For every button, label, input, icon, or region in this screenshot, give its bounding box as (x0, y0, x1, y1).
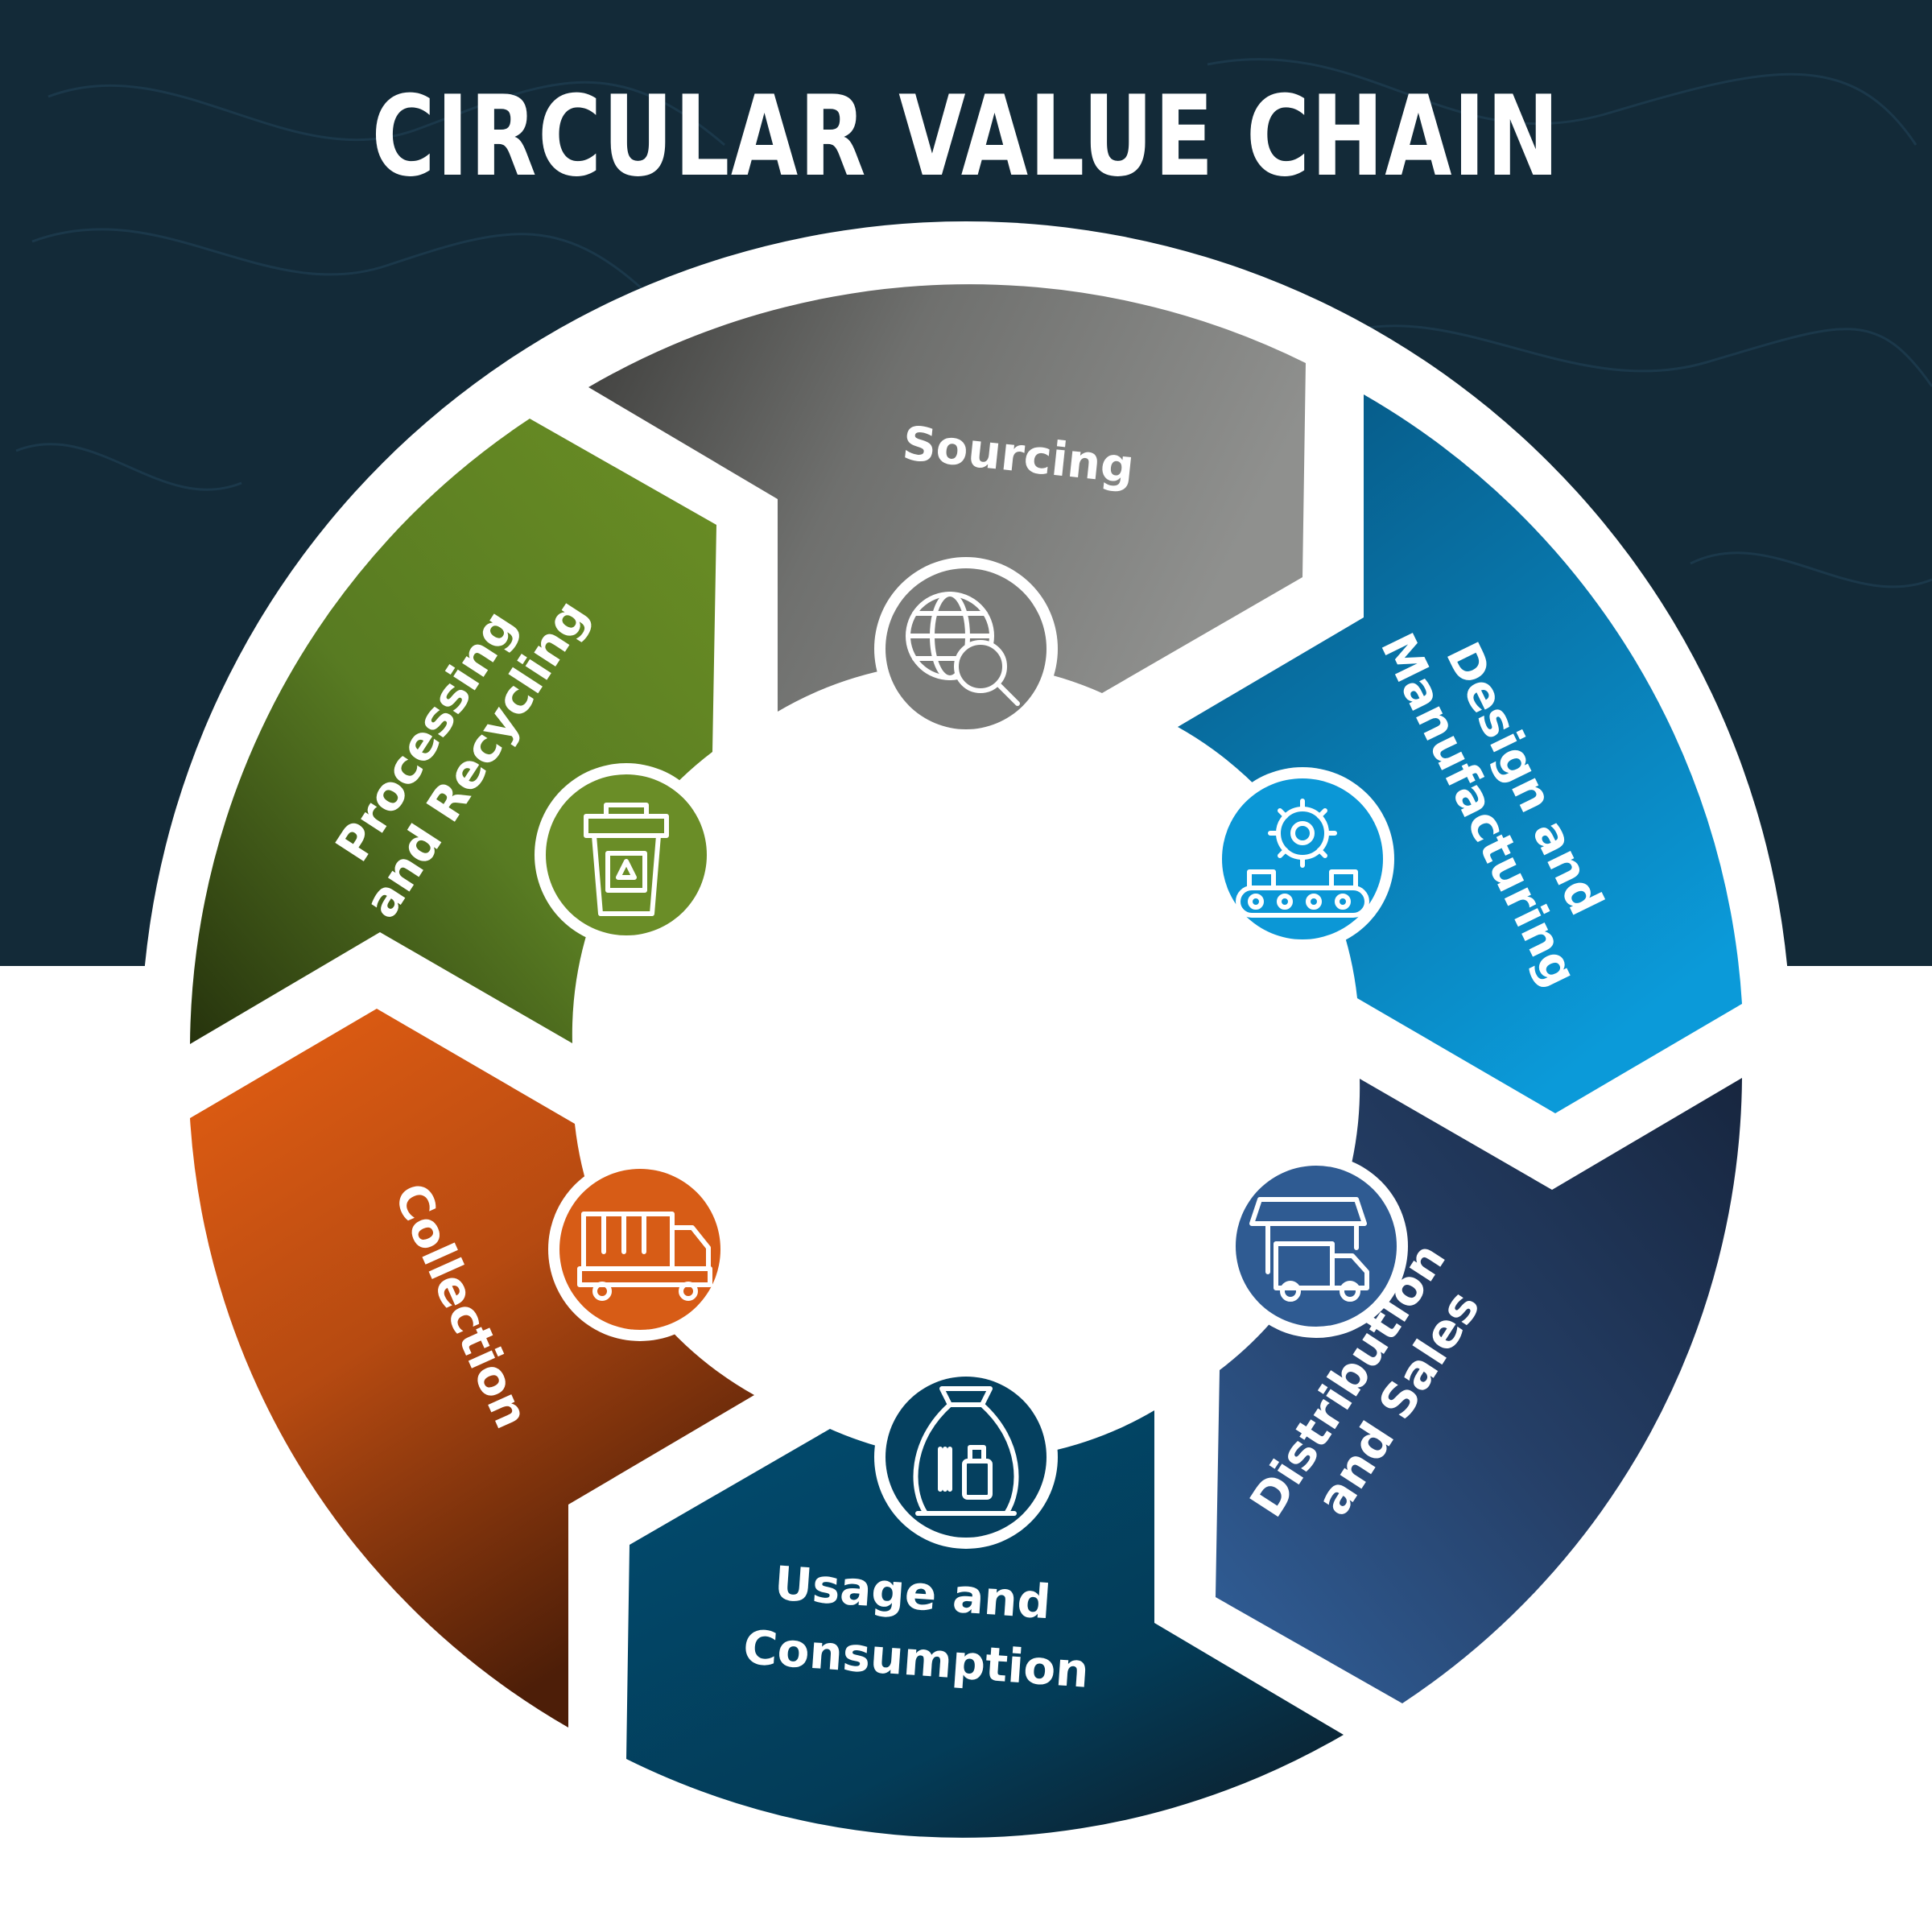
topographic-lines (15, 58, 1932, 588)
segment-sourcing[interactable] (588, 284, 1306, 712)
distribution-sales-icon-badge (1224, 1154, 1408, 1338)
collection-icon-badge (548, 1158, 732, 1341)
store-truck-icon (1249, 1197, 1369, 1302)
sourcing-icon-badge (874, 557, 1058, 741)
conveyor-gear-icon (1236, 799, 1369, 918)
waste-bag-icon (913, 1386, 1019, 1516)
page-title: CIRCULAR VALUE CHAIN (371, 72, 1561, 201)
design-manufacturing-icon-badge (1211, 767, 1394, 951)
processing-recycling-icon-badge (535, 763, 718, 947)
segment-collection[interactable] (190, 1009, 754, 1728)
segment-usage-consumption[interactable] (626, 1410, 1344, 1838)
globe-search-icon (906, 592, 1020, 706)
usage-consumption-icon-badge (874, 1365, 1058, 1549)
recycle-bin-icon (584, 803, 669, 916)
segment-design-manufacturing[interactable] (1178, 394, 1742, 1113)
garbage-truck-icon (577, 1212, 712, 1301)
